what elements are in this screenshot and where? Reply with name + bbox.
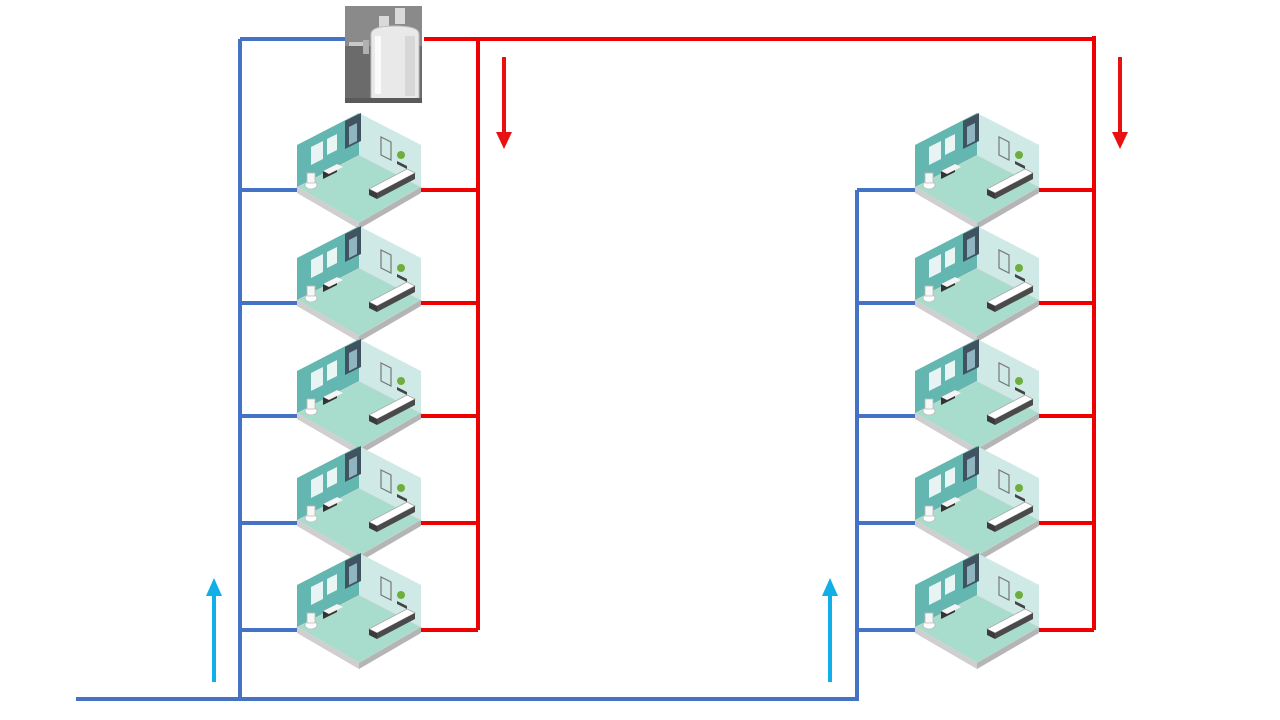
left-riser-rooms: [296, 112, 422, 670]
bathroom-icon: [914, 552, 1040, 670]
bathroom-icon: [914, 338, 1040, 456]
cold-flow-up-arrow-right: [822, 578, 838, 682]
water-heater-icon: [344, 5, 423, 104]
bathroom-icon: [296, 112, 422, 230]
cold-flow-up-arrow-left: [206, 578, 222, 682]
hot-flow-down-arrow-left: [496, 57, 512, 149]
bathroom-icon: [296, 552, 422, 670]
bathroom-icon: [296, 338, 422, 456]
bathroom-icon: [296, 445, 422, 563]
bathroom-icon: [914, 225, 1040, 343]
bathroom-icon: [914, 445, 1040, 563]
flow-arrows: [206, 57, 1128, 682]
bathroom-icon: [296, 225, 422, 343]
hot-flow-down-arrow-right: [1112, 57, 1128, 149]
right-riser-rooms: [914, 112, 1040, 670]
bathroom-icon: [914, 112, 1040, 230]
